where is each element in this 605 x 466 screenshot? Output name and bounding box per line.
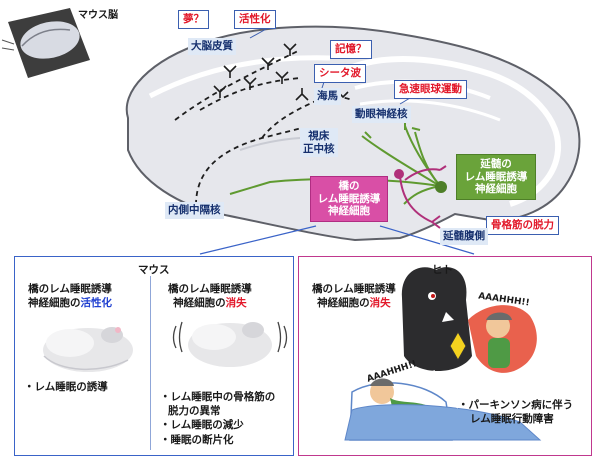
mouse-brain-icon [1,8,90,78]
theta-callout: シータ波 [314,64,366,83]
human-loss-heading: 橋のレム睡眠誘導 神経細胞の消失 [312,283,396,310]
dream-callout: 夢？ [178,10,209,29]
pons-neuron-dot [394,169,404,179]
mouse-panel-title: マウス [138,264,170,276]
mouse-loss-heading: 橋のレム睡眠誘導 神経細胞の消失 [168,283,252,310]
muscle-atonia-callout: 骨格筋の脱力 [486,216,559,235]
mouse-activation-heading: 橋のレム睡眠誘導 神経細胞の活性化 [28,283,112,310]
mouse-loss-results: ・レム睡眠中の骨格筋の 脱力の異常 ・レム睡眠の減少 ・睡眠の断片化 [160,391,276,446]
rbd-illustration [344,267,542,441]
medulla-neuron-box: 延髄の レム睡眠誘導 神経細胞 [456,154,536,200]
mouse-brain-label: マウス脳 [78,10,118,21]
medial-septum-label: 内側中隔核 [165,202,224,219]
rem-eye-callout: 急速眼球運動 [394,80,467,99]
mouse-panel [14,256,294,456]
mouse-twitching-image [172,321,288,367]
mouse-panel-divider [150,276,151,450]
pink-pathways [399,165,447,229]
rbd-result: ・パーキンソン病に伴う レム睡眠行動障害 [458,399,574,426]
activation-callout: 活性化 [234,10,276,29]
mouse-sleeping-image [43,327,133,372]
thalamus-label: 視床 正中核 [300,128,338,158]
cortex-label: 大脳皮質 [188,38,236,55]
panel-connectors [199,225,475,255]
ventral-medulla-label: 延髄腹側 [440,228,488,245]
memory-callout: 記憶？ [330,40,372,59]
mouse-activation-result: ・レム睡眠の誘導 [24,381,108,393]
medulla-neuron-dot [435,181,447,193]
oculomotor-label: 動眼神経核 [352,106,411,123]
pons-neuron-box: 橋の レム睡眠誘導 神経細胞 [310,176,388,222]
human-panel-title: ヒト [432,264,453,276]
human-panel [298,256,592,456]
hippocampus-label: 海馬 [314,88,341,105]
